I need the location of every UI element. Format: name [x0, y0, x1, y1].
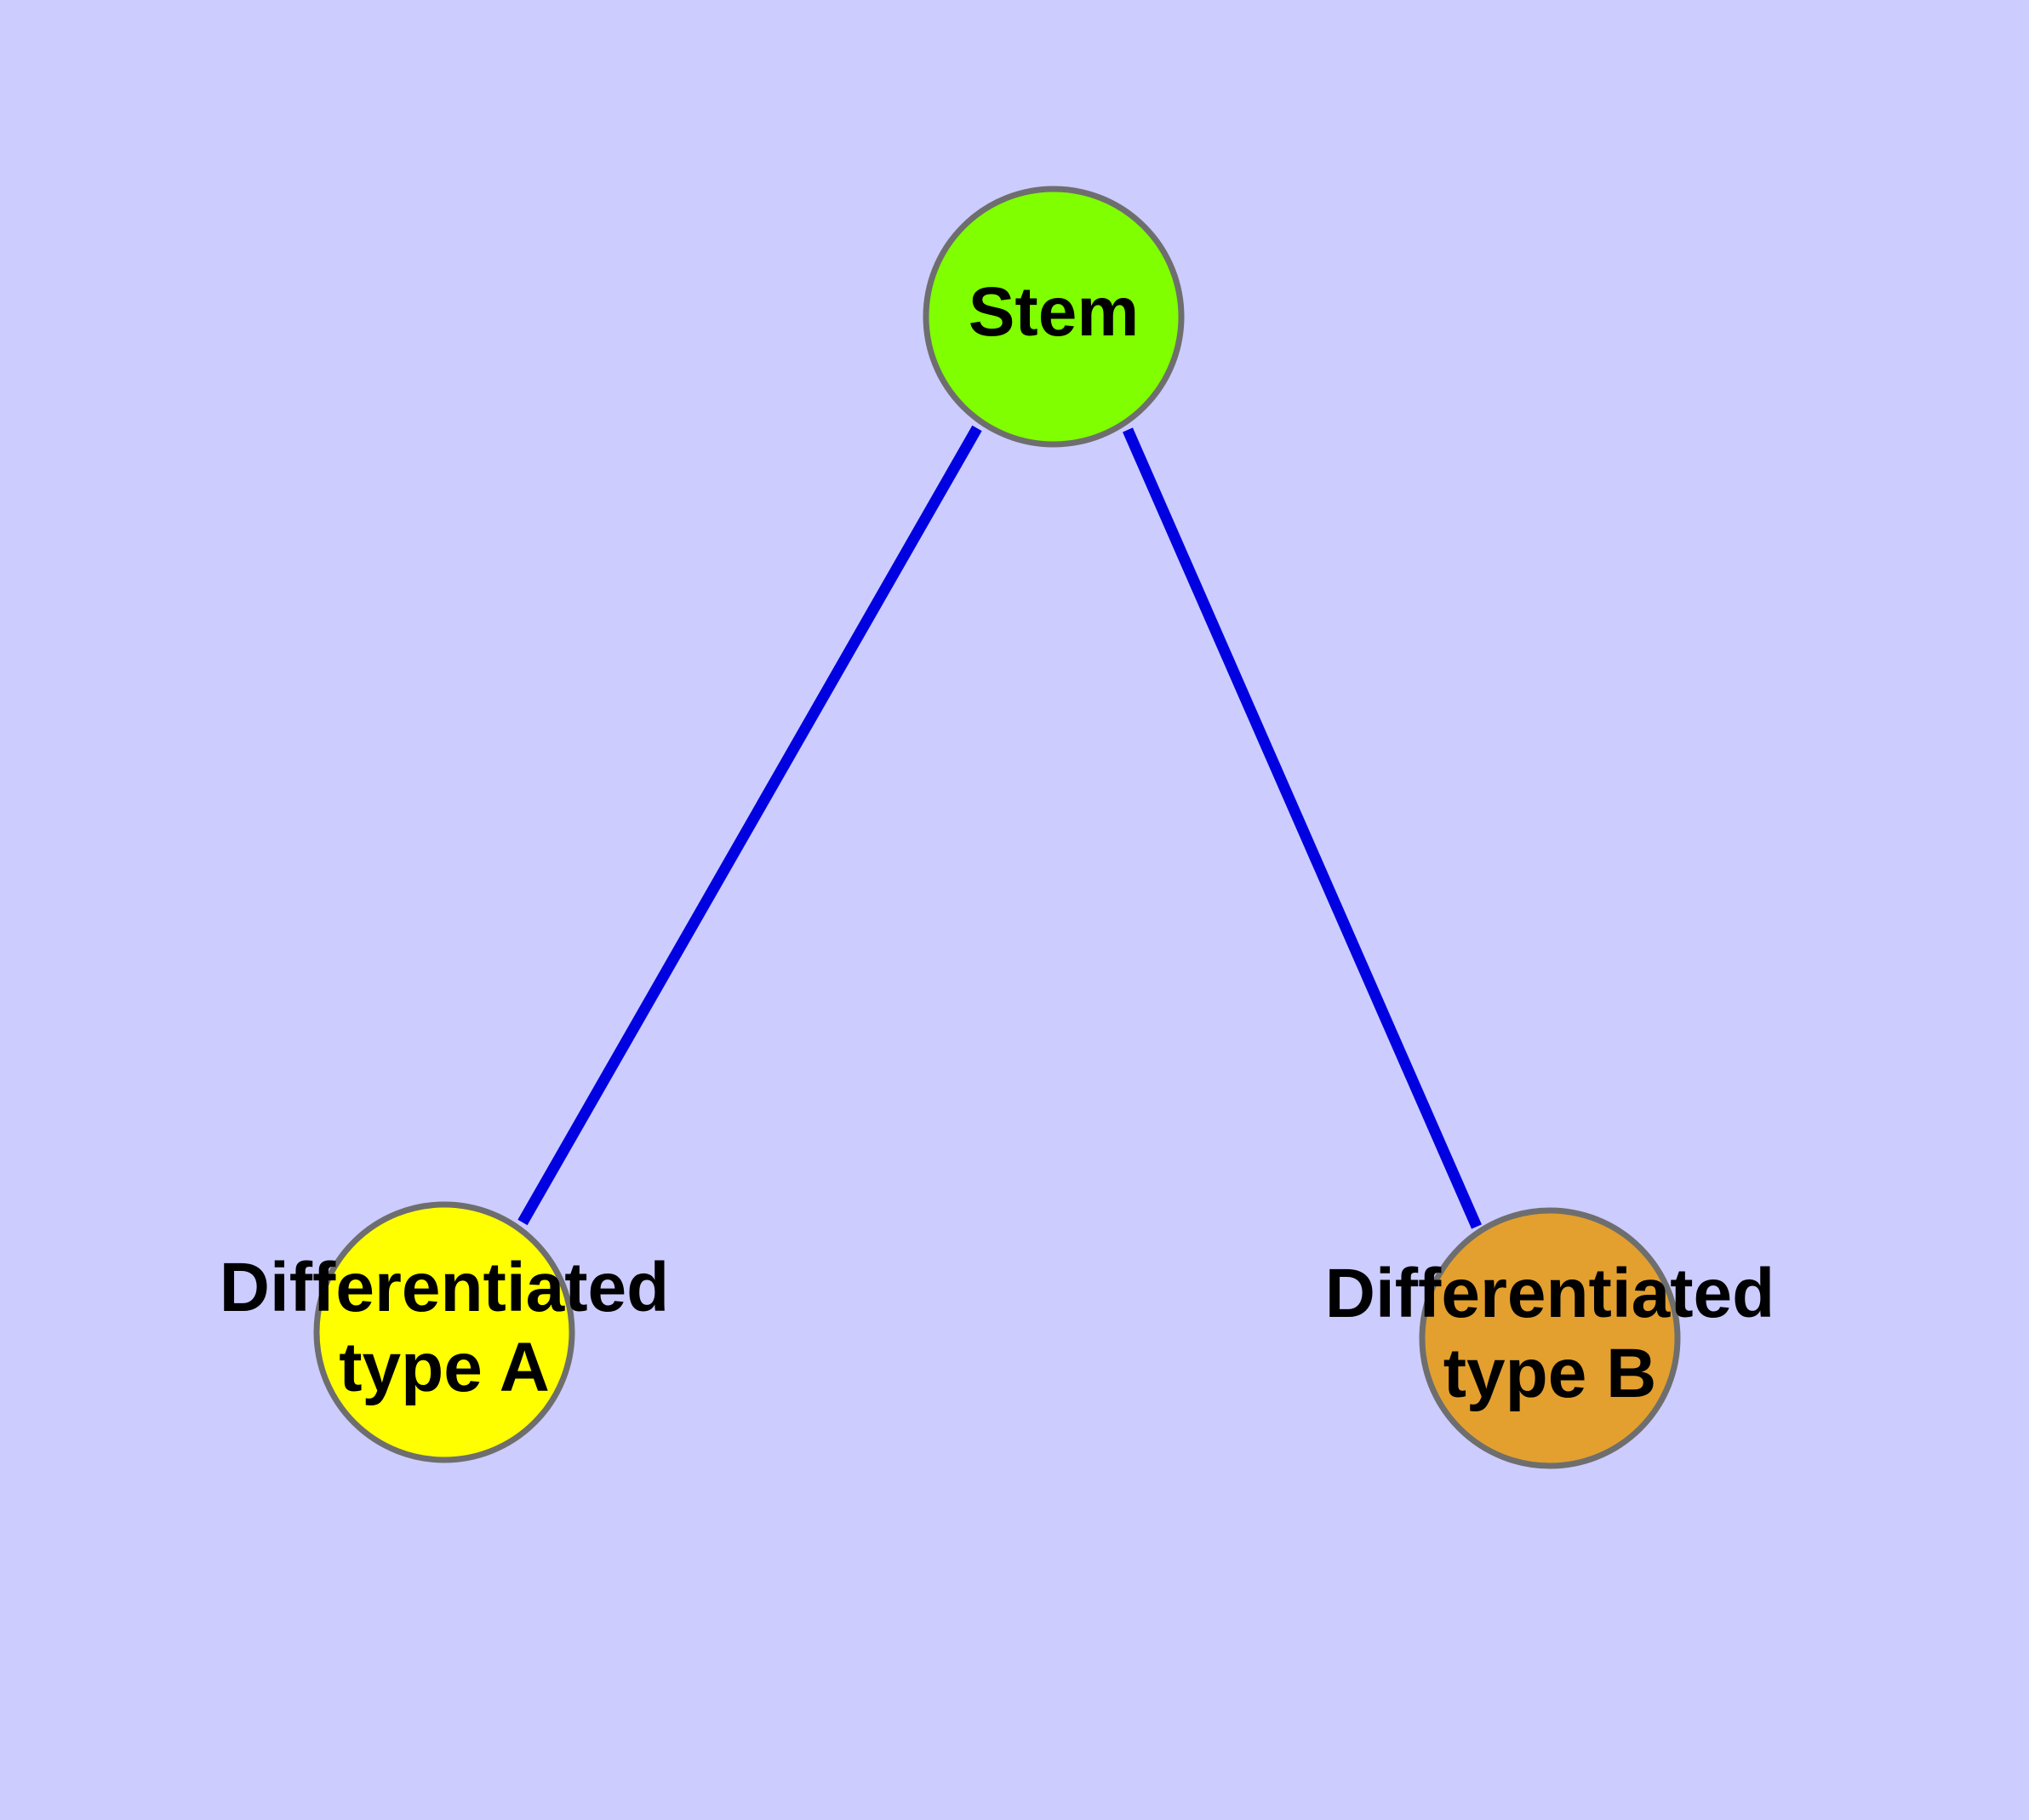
node-label-line: Stem — [969, 273, 1140, 351]
node-label-line: Differentiated — [1325, 1255, 1775, 1332]
edge-stem-to-differentiated-type-b[interactable] — [1123, 427, 1482, 1229]
node-label-line: type B — [1443, 1335, 1657, 1412]
node-label-line: Differentiated — [220, 1249, 670, 1326]
edge-stem-to-differentiated-type-a[interactable] — [517, 425, 982, 1226]
nodes-group — [313, 186, 1681, 1469]
edges-group — [517, 425, 1482, 1229]
node-differentiated-type-a[interactable] — [313, 1201, 575, 1463]
node-stem[interactable] — [923, 186, 1185, 448]
node-label-stem: Stem — [969, 273, 1140, 351]
node-label-line: type A — [339, 1329, 550, 1406]
node-differentiated-type-b[interactable] — [1419, 1207, 1681, 1469]
